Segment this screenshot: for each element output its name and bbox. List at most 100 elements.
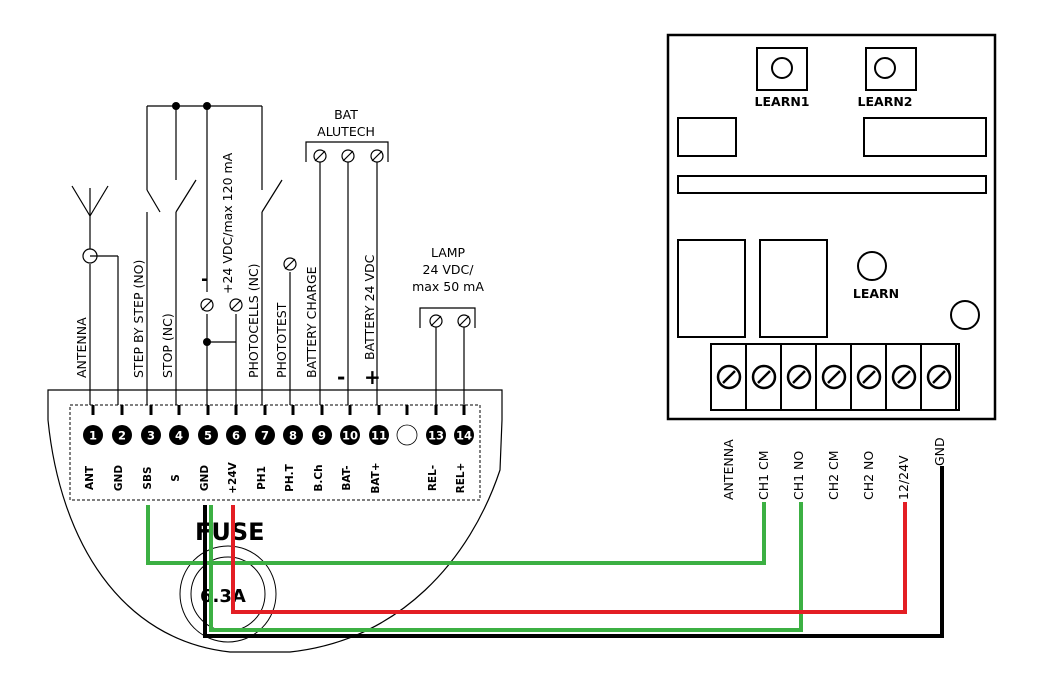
receiver-components (677, 47, 987, 411)
terminal-circle (112, 425, 132, 445)
term-label-bch: B.Ch (313, 464, 325, 491)
learn2-label: LEARN2 (858, 94, 913, 109)
terminal-number: 9 (318, 429, 326, 443)
screw-terminal (926, 364, 952, 390)
screw-slot (792, 370, 806, 384)
label-24vdc: +24 VDC/max 120 mA (220, 152, 235, 294)
terminal-number: 6 (232, 429, 240, 443)
controller-terminals: 1 2 3 4 5 6 7 8 9 10 11 13 14 (83, 405, 474, 446)
terminal-circle (198, 425, 218, 445)
antenna-icon (71, 185, 119, 405)
rx-label-gnd: GND (932, 437, 947, 466)
junction-dots (172, 102, 211, 346)
bat-title: BAT (334, 107, 358, 122)
screw-terminal (891, 364, 917, 390)
terminal-number: 8 (289, 429, 297, 443)
screw-terminal-icons (200, 257, 297, 312)
term-label-rel-minus: REL- (427, 465, 439, 491)
lamp-connector (419, 307, 476, 405)
terminal-circle (141, 425, 161, 445)
term-label-gnd2: GND (199, 465, 211, 491)
term-label-sbs: SBS (142, 466, 154, 489)
term-label-pht: PH.T (284, 463, 296, 491)
terminal-circle (255, 425, 275, 445)
label-minus-24v: - (201, 269, 208, 290)
term-label-ph1: PH1 (256, 466, 268, 490)
label-battery-charge: BATTERY CHARGE (304, 266, 319, 378)
screw-terminal (821, 364, 847, 390)
rx-label-ch1cm: CH1 CM (756, 450, 771, 500)
screw-slot (932, 370, 946, 384)
colored-wires (146, 466, 944, 638)
label-step-by-step: STEP BY STEP (NO) (131, 260, 146, 378)
label-phototest: PHOTOTEST (274, 302, 289, 378)
wire-red-24v (231, 502, 907, 614)
screw-terminal (856, 364, 882, 390)
term-label-rel-plus: REL+ (455, 463, 467, 494)
battery-connector (305, 141, 389, 405)
terminal-number: 5 (204, 429, 212, 443)
terminal-empty-slot (396, 424, 418, 446)
controller-board-outline (47, 389, 503, 653)
rx-label-ch1no: CH1 NO (791, 451, 806, 500)
terminal-number: 1 (89, 429, 97, 443)
terminal-number: 7 (261, 429, 269, 443)
learn1-label: LEARN1 (755, 94, 810, 109)
terminal-number: 4 (175, 429, 183, 443)
label-battery-24vdc: BATTERY 24 VDC (362, 254, 377, 360)
screw-terminal (716, 364, 742, 390)
screw-slot (722, 370, 736, 384)
term-label-bat-plus: BAT+ (370, 462, 382, 493)
lamp-voltage: 24 VDC/ (423, 262, 475, 277)
receiver-board (666, 33, 997, 421)
terminal-circle (83, 425, 103, 445)
receiver-screw-terminals (716, 344, 957, 410)
screw-slot (862, 370, 876, 384)
terminal-circle (169, 425, 189, 445)
label-stop: STOP (NC) (160, 313, 175, 378)
label-photocells: PHOTOCELLS (NC) (246, 263, 261, 378)
term-label-s: S (170, 474, 182, 482)
term-label-24v: +24V (227, 461, 239, 493)
terminal-number: 11 (371, 429, 387, 443)
terminal-circle (226, 425, 246, 445)
term-label-bat-minus: BAT- (341, 465, 353, 490)
wire-green-gnd (209, 502, 803, 632)
terminal-function-labels: ANT GND SBS S GND +24V PH1 PH.T B.Ch BAT… (84, 461, 467, 493)
rx-label-ch2no: CH2 NO (861, 451, 876, 500)
label-antenna: ANTENNA (74, 317, 89, 378)
terminal-number: 3 (147, 429, 155, 443)
wire-green-sbs (146, 502, 766, 565)
label-bat-plus: + (364, 365, 381, 389)
learn-label: LEARN (853, 286, 899, 301)
rx-label-ch2cm: CH2 CM (826, 450, 841, 500)
wire-black-gnd (203, 466, 944, 638)
screw-slot (827, 370, 841, 384)
label-bat-minus: - (337, 365, 345, 389)
terminal-circle (312, 425, 332, 445)
terminal-number: 10 (342, 429, 358, 443)
terminal-block-frame (69, 404, 481, 501)
terminal-circle (283, 425, 303, 445)
terminal-circle (426, 425, 446, 445)
screw-terminal (751, 364, 777, 390)
rx-label-1224v: 12/24V (896, 455, 911, 500)
receiver-terminal-labels: ANTENNA CH1 CM CH1 NO CH2 CM CH2 NO 12/2… (721, 437, 947, 500)
rx-label-antenna: ANTENNA (721, 439, 736, 500)
terminal-number: 14 (456, 429, 472, 443)
term-label-ant: ANT (84, 465, 96, 490)
terminal-circle (340, 425, 360, 445)
terminal-number: 13 (428, 429, 444, 443)
lamp-current: max 50 mA (412, 279, 484, 294)
screw-terminal (786, 364, 812, 390)
alutech-title: ALUTECH (317, 124, 375, 139)
screw-slot (897, 370, 911, 384)
terminal-circle (454, 425, 474, 445)
terminal-circle (369, 425, 389, 445)
terminal-number: 2 (118, 429, 126, 443)
screw-slot (757, 370, 771, 384)
switch-wiring (146, 105, 291, 405)
term-label-gnd: GND (113, 465, 125, 491)
lamp-title: LAMP (431, 245, 466, 260)
